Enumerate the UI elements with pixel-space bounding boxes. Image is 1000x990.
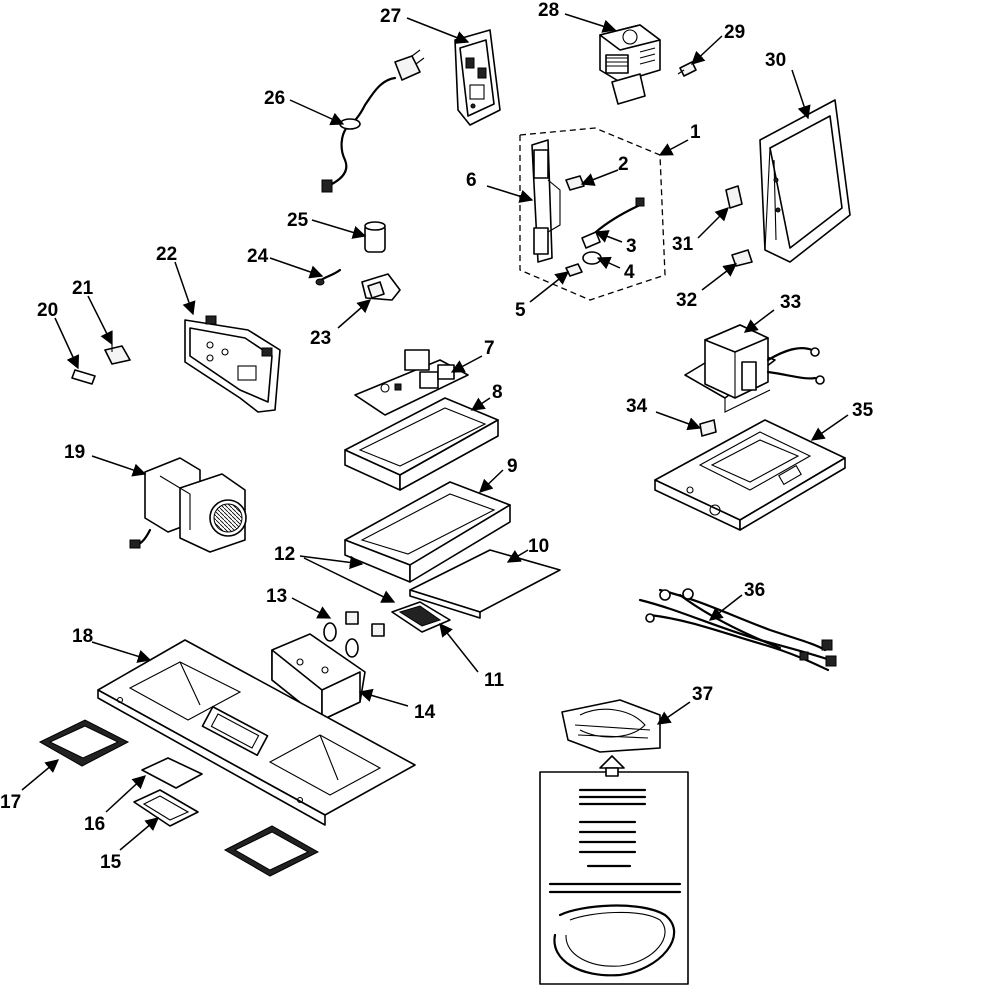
part-35-base-plate <box>654 419 846 531</box>
part-27-bracket <box>454 29 501 126</box>
part-24-sensor <box>315 268 342 286</box>
callout-31: 31 <box>672 234 694 255</box>
part-19-blower <box>129 457 247 553</box>
part-1-latch-assembly <box>519 127 666 301</box>
part-13-lamps <box>323 611 385 658</box>
part-16-lens-cover <box>141 757 203 789</box>
callout-28: 28 <box>538 0 559 21</box>
part-28-magnetron <box>599 24 661 105</box>
callout-6: 6 <box>466 170 477 191</box>
part-20-fuse <box>71 369 96 385</box>
leader-lines <box>21 13 849 851</box>
callout-7: 7 <box>484 338 495 359</box>
part-36-wire-harness <box>638 588 837 672</box>
part-filter-lower <box>223 825 320 877</box>
part-29-clip <box>677 61 697 77</box>
callout-37: 37 <box>692 684 713 705</box>
callout-12: 12 <box>274 544 295 565</box>
callout-27: 27 <box>380 6 401 27</box>
part-25-capacitor <box>364 221 386 253</box>
callout-1: 1 <box>690 122 701 143</box>
callout-19: 19 <box>64 442 85 463</box>
part-9-frame <box>344 481 511 583</box>
callout-32: 32 <box>676 290 697 311</box>
part-21-clip <box>104 344 131 365</box>
part-30-side-panel <box>759 99 851 263</box>
callout-20: 20 <box>37 300 58 321</box>
part-11-lens <box>391 601 451 633</box>
part-31-thermostat <box>725 185 743 209</box>
part-26-power-cord <box>321 49 425 193</box>
callout-16: 16 <box>84 814 105 835</box>
callout-30: 30 <box>765 50 786 71</box>
callout-33: 33 <box>780 292 801 313</box>
callout-29: 29 <box>724 22 745 43</box>
callout-36: 36 <box>744 580 765 601</box>
callout-24: 24 <box>247 246 269 267</box>
callout-8: 8 <box>492 382 503 403</box>
callout-25: 25 <box>287 210 309 231</box>
callout-18: 18 <box>72 626 93 647</box>
callout-26: 26 <box>264 88 285 109</box>
callout-9: 9 <box>507 456 518 477</box>
part-10-plate <box>409 549 561 619</box>
callout-34: 34 <box>626 396 648 417</box>
callout-17: 17 <box>0 792 21 813</box>
part-37-install-kit <box>539 699 689 985</box>
part-15-lamp-cover <box>133 789 199 827</box>
callout-5: 5 <box>515 300 526 321</box>
part-7-pcb <box>354 349 469 416</box>
part-17-filter <box>38 719 130 767</box>
callout-22: 22 <box>156 244 177 265</box>
callout-23: 23 <box>310 328 331 349</box>
callout-21: 21 <box>72 278 94 299</box>
part-23-bracket <box>361 273 401 301</box>
callout-labels: 27 28 29 30 26 1 2 6 3 4 5 31 32 25 24 2… <box>0 0 874 873</box>
callout-11: 11 <box>484 670 505 691</box>
part-32-switch <box>731 249 753 267</box>
part-14-lamp-housing <box>271 633 366 721</box>
callout-35: 35 <box>852 400 874 421</box>
callout-4: 4 <box>624 262 635 283</box>
callout-13: 13 <box>266 586 287 607</box>
part-34-clip <box>699 419 717 437</box>
part-8-tray <box>344 397 499 491</box>
callout-3: 3 <box>626 236 637 257</box>
part-33-transformer <box>684 324 825 413</box>
part-18-bottom-plate <box>97 639 416 826</box>
part-22-control-panel <box>184 315 281 413</box>
callout-15: 15 <box>100 852 122 873</box>
callout-14: 14 <box>414 702 436 723</box>
callout-2: 2 <box>618 154 629 175</box>
callout-10: 10 <box>528 536 549 557</box>
